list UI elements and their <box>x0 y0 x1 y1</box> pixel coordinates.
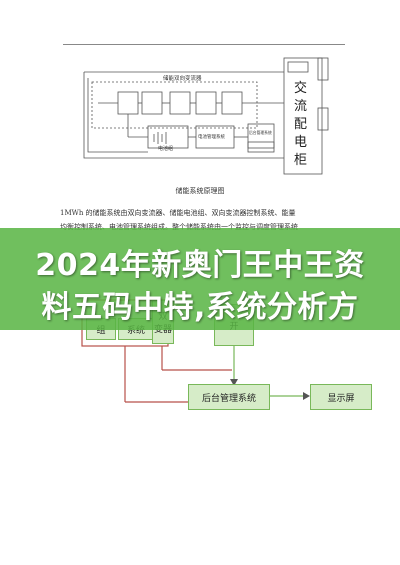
battery-system-label: 系统 <box>126 325 145 336</box>
title-banner: 2024年新奥门王中王资 料五码中特,系统分析方 <box>0 228 400 330</box>
banner-title-line-1: 2024年新奥门王中王资 <box>35 248 365 283</box>
header-rule <box>63 44 345 45</box>
cabinet-label: 交 流 配 电 柜 <box>294 80 311 168</box>
energy-storage-schematic: 储能双向变流器 电池组 电池管理系统 后台管理系统 交 流 配 电 柜 <box>83 57 329 175</box>
converter-label-b: 变器 <box>153 325 172 335</box>
converter-label: 储能双向变流器 <box>163 74 202 82</box>
backend-management-label: 后台管理系统 <box>201 393 256 404</box>
battery-label: 电池组 <box>158 145 173 152</box>
body-paragraph-line-2: 均衡控制系统、电池管理系统组成。整个储能系统由一个监控与调度管理系统 <box>60 223 298 231</box>
diagram-caption: 储能系统原理图 <box>175 187 225 195</box>
body-paragraph-line-1: 1MWh 的储能系统由双向变流器、储能电池组、双向变流器控制系统、能量 <box>60 209 296 217</box>
display-box: 显示屏 <box>310 384 372 410</box>
ems-label: 后台管理系统 <box>249 130 272 135</box>
bms-label: 电池管理系统 <box>198 133 225 140</box>
backend-management-box: 后台管理系统 <box>188 384 270 410</box>
banner-title-line-2: 料五码中特,系统分析方 <box>41 290 359 325</box>
display-label: 显示屏 <box>327 393 355 404</box>
battery-cluster-label: 组 <box>96 325 106 336</box>
